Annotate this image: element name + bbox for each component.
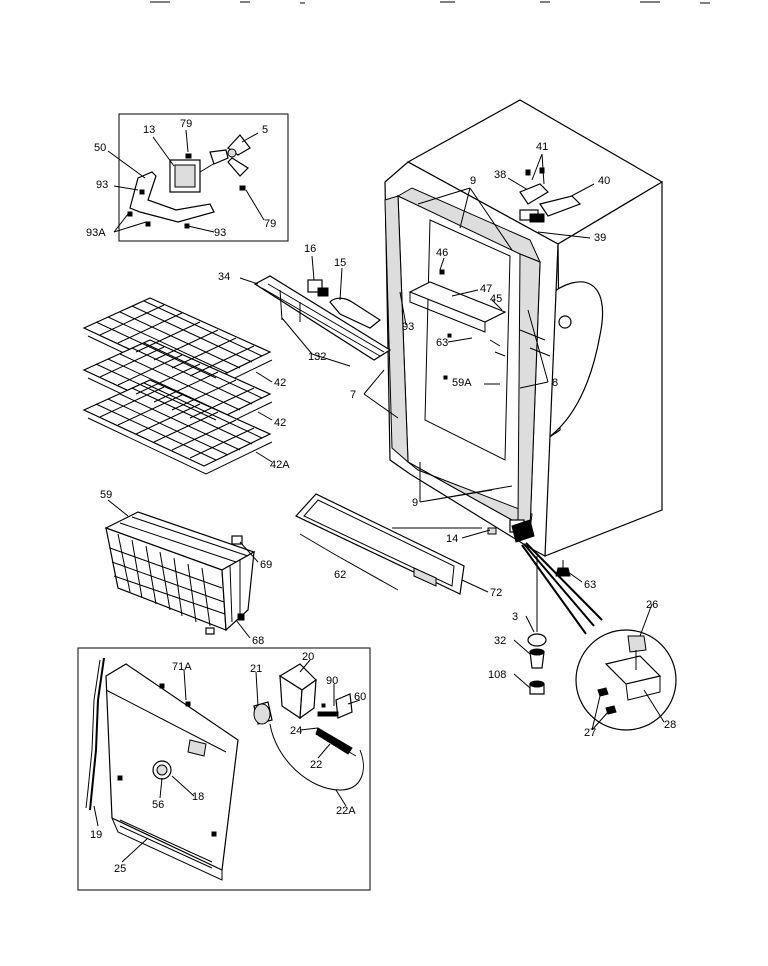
label-79: 79 bbox=[180, 118, 192, 130]
toe-grille bbox=[295, 493, 489, 595]
label-28: 28 bbox=[664, 719, 676, 731]
rear-access-panel-inset bbox=[77, 647, 371, 891]
label-15: 15 bbox=[334, 257, 346, 269]
label-32: 32 bbox=[494, 635, 506, 647]
label-79-b: 79 bbox=[264, 218, 276, 230]
label-5: 5 bbox=[262, 124, 268, 136]
label-19: 19 bbox=[90, 829, 102, 841]
label-8: 8 bbox=[552, 377, 558, 389]
label-14: 14 bbox=[446, 533, 458, 545]
label-68: 68 bbox=[252, 635, 264, 647]
label-42-b: 42 bbox=[274, 417, 286, 429]
hinge-leveling-parts bbox=[461, 167, 677, 731]
label-9: 9 bbox=[470, 175, 476, 187]
label-39: 39 bbox=[594, 232, 606, 244]
label-62: 62 bbox=[334, 569, 346, 581]
label-63-b: 63 bbox=[584, 579, 596, 591]
label-60: 60 bbox=[354, 691, 366, 703]
light-assembly bbox=[239, 255, 392, 367]
label-16: 16 bbox=[304, 243, 316, 255]
label-45: 45 bbox=[490, 293, 502, 305]
label-7: 7 bbox=[350, 389, 356, 401]
label-34: 34 bbox=[218, 271, 230, 283]
wire-basket bbox=[104, 499, 259, 639]
label-3: 3 bbox=[512, 611, 518, 623]
label-63: 63 bbox=[436, 337, 448, 349]
label-22: 22 bbox=[310, 759, 322, 771]
label-42: 42 bbox=[274, 377, 286, 389]
label-132: 132 bbox=[308, 351, 326, 363]
label-46: 46 bbox=[436, 247, 448, 259]
label-21: 21 bbox=[250, 663, 262, 675]
label-20: 20 bbox=[302, 651, 314, 663]
top-edge-marks bbox=[150, 1, 710, 4]
label-9-b: 9 bbox=[412, 497, 418, 509]
label-69: 69 bbox=[260, 559, 272, 571]
part-labels: 13 79 5 50 93 93A 93 79 16 15 34 132 42 … bbox=[86, 118, 676, 875]
label-40: 40 bbox=[598, 175, 610, 187]
label-27: 27 bbox=[584, 727, 596, 739]
fan-motor-inset bbox=[107, 113, 289, 242]
label-59: 59 bbox=[100, 489, 112, 501]
cabinet bbox=[384, 99, 664, 557]
label-25: 25 bbox=[114, 863, 126, 875]
label-41: 41 bbox=[536, 141, 548, 153]
defrost-parts bbox=[253, 659, 364, 807]
label-56: 56 bbox=[152, 799, 164, 811]
label-38: 38 bbox=[494, 169, 506, 181]
label-59A: 59A bbox=[452, 377, 472, 389]
label-42A: 42A bbox=[270, 459, 290, 471]
label-90: 90 bbox=[326, 675, 338, 687]
label-50: 50 bbox=[94, 142, 106, 154]
label-72: 72 bbox=[490, 587, 502, 599]
label-93-b: 93 bbox=[214, 227, 226, 239]
label-93: 93 bbox=[96, 179, 108, 191]
label-47: 47 bbox=[480, 283, 492, 295]
wire-shelves bbox=[82, 297, 273, 475]
label-108: 108 bbox=[488, 669, 506, 681]
label-93A: 93A bbox=[86, 227, 106, 239]
label-22A: 22A bbox=[336, 805, 356, 817]
label-18: 18 bbox=[192, 791, 204, 803]
label-13: 13 bbox=[143, 124, 155, 136]
label-26: 26 bbox=[646, 599, 658, 611]
label-24: 24 bbox=[290, 725, 302, 737]
label-71A: 71A bbox=[172, 661, 192, 673]
cabinet-leaders bbox=[363, 153, 595, 503]
label-93-c: 93 bbox=[402, 321, 414, 333]
